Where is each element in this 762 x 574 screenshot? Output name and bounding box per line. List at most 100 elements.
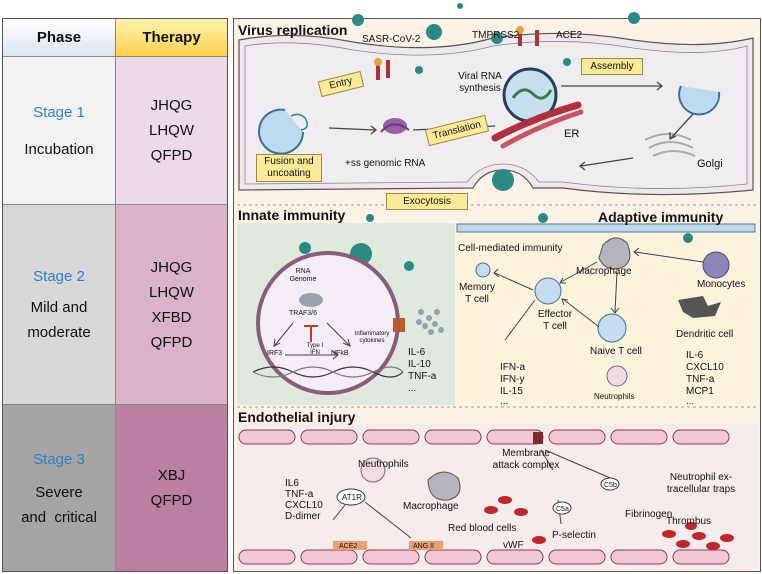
endothelial-bg [237, 424, 757, 570]
memory-tcell-label: Memory T cell [458, 282, 496, 305]
adaptive-cytokine-left: IL-15 [500, 386, 523, 397]
innate-immunity-title: Innate immunity [238, 207, 346, 223]
endo-arrows [332, 449, 616, 539]
stage2-phase-line: Mild and [30, 299, 88, 316]
vessel-wall [456, 223, 756, 233]
c5a-label: C5a [556, 506, 569, 513]
exocytosis-tag: Exocytosis [386, 193, 468, 210]
therapy-item: LHQW [149, 122, 194, 139]
c5b-label: C5b [604, 482, 617, 489]
dendritic-cell [678, 296, 721, 318]
infected-cell [256, 251, 400, 395]
adaptive-cytokine-right: ... [686, 396, 695, 407]
naive-tcell [597, 313, 627, 343]
virus-replication-title: Virus replication [238, 22, 348, 38]
innate-cytokine: TNF-a [408, 371, 437, 382]
host-cell-inner [244, 41, 748, 189]
macrophage-label: Macrophage [576, 266, 632, 277]
endothelial-cells-top [238, 429, 730, 445]
net-label: Neutrophil ex- tracellular traps [666, 472, 736, 495]
pselectin-label: P-selectin [552, 530, 596, 541]
innate-arrows [273, 322, 351, 360]
adaptive-cytokine-right: MCP1 [686, 386, 714, 397]
monocyte-cell [702, 251, 730, 279]
golgi-vesicle [678, 85, 721, 116]
genomic-rna-label: +ss genomic RNA [345, 158, 426, 169]
header-phase: Phase [3, 19, 115, 57]
fibrinogen-label: Fibrinogen [625, 509, 673, 520]
ace2-box [333, 541, 367, 550]
red-blood-cells [484, 496, 734, 550]
rna-genome [299, 293, 323, 307]
therapy-item: XFBD [151, 308, 192, 326]
endo-cytokine: IL6 [285, 478, 299, 489]
endo-cytokine: D-dimer [285, 511, 321, 522]
neutrophils-adaptive-label: Neutrophils [594, 392, 635, 401]
adaptive-cytokine-left: IFN-a [500, 362, 525, 373]
at1r-ellipse [336, 488, 366, 506]
fusion-tag: Fusion and uncoating [256, 154, 322, 182]
phase-therapy-table [2, 18, 228, 572]
stage3-therapy-cell: XBJ QFPD [115, 405, 227, 571]
therapy-item: QFPD [150, 333, 193, 351]
innate-cytokine: IL-6 [408, 347, 426, 358]
therapy-item: QFPD [150, 492, 193, 509]
er-label: ER [564, 128, 580, 140]
adaptive-arrows [493, 247, 704, 341]
cytokine-receptor [393, 318, 405, 332]
stage2-phase-cell: Stage 2 Mild and moderate [3, 205, 115, 405]
adaptive-cytokine-right: CXCL10 [686, 362, 724, 373]
adaptive-cytokine-left: IFN-y [500, 374, 525, 385]
adaptive-cytokine-right: IL-6 [686, 350, 704, 361]
neutrophil-cell [606, 365, 628, 387]
cell-mediated-label: Cell-mediated immunity [458, 243, 563, 254]
macrophage-endo [427, 471, 461, 501]
ace2-label: ACE2 [556, 30, 583, 41]
effector-tcell-label: Effector T cell [537, 309, 573, 332]
macrophage-cell [598, 237, 631, 270]
stage3-phase-cell: Stage 3 Severe and critical [3, 405, 115, 571]
endosome [258, 108, 304, 155]
stage1-phase-line: Incubation [24, 140, 94, 158]
nfkb-label: NFkB [331, 350, 349, 357]
genomic-rna [383, 118, 407, 134]
therapy-item: QFPD [150, 147, 193, 164]
stage1-therapy-cell: JHQG LHQW QFPD [115, 57, 227, 205]
stage2-label: Stage 2 [33, 268, 85, 285]
innate-cytokine: ... [408, 383, 417, 394]
viral-rna-label: Viral RNA synthesis [458, 71, 502, 94]
rna-genome-label: RNA Genome [289, 268, 317, 283]
adaptive-cytokine-left: ... [500, 396, 509, 407]
endo-cytokine: TNF-a [285, 489, 314, 500]
therapy-item: XBJ [157, 467, 186, 484]
stage1-label: Stage 1 [33, 103, 85, 121]
cytokine-dots [416, 309, 444, 335]
stage1-phase-cell: Stage 1 Incubation [3, 57, 115, 205]
neutrophil-endo [360, 457, 386, 483]
traf-label: TRAF3/6 [289, 310, 318, 317]
mechanism-illustration [237, 3, 759, 570]
monocytes-label: Monocytes [697, 279, 746, 290]
irf3-label: IRF3 [267, 350, 283, 357]
endo-cytokine: CXCL10 [285, 500, 323, 511]
golgi [644, 133, 696, 157]
ace2-endo-label: ACE2 [339, 543, 358, 550]
membrane-attack-pore [533, 432, 543, 444]
header-therapy-label: Therapy [142, 29, 201, 46]
stage3-phase-line: Severe [35, 483, 83, 501]
thrombus-label: Thrombus [666, 516, 712, 527]
vwf-label: vWF [503, 540, 524, 551]
header-therapy: Therapy [115, 19, 227, 57]
stage3-phase-line: and critical [21, 508, 97, 526]
adaptive-cytokine-right: TNF-a [686, 374, 715, 385]
membrane-attack-label: Membrane attack complex [492, 448, 560, 471]
rbc-label: Red blood cells [448, 523, 517, 534]
type1-ifn-label: Type I IFN [306, 343, 324, 356]
stage3-label: Stage 3 [33, 450, 85, 468]
golgi-label: Golgi [697, 158, 723, 170]
therapy-item: LHQW [149, 283, 194, 301]
innate-cytokine: IL-10 [408, 359, 431, 370]
effector-tcell [534, 277, 562, 305]
memory-tcell [475, 262, 491, 278]
adaptive-immunity-title: Adaptive immunity [598, 209, 724, 225]
